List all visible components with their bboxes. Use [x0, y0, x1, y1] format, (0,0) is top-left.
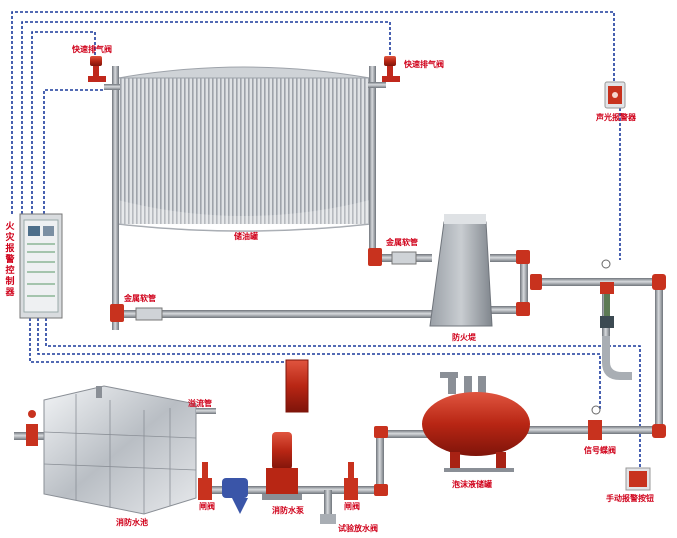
signal-butterfly-valve-icon [588, 405, 602, 440]
inlet-valve-icon [26, 410, 38, 446]
fire-barrier-label: 防火堤 [452, 333, 476, 342]
pipe-elbows [110, 248, 666, 496]
gate-valve-2-icon [344, 462, 358, 500]
fire-control-panel-icon [19, 213, 63, 319]
water-tank-label: 消防水池 [116, 518, 148, 527]
metal-hose-left-label: 金属软管 [124, 294, 156, 303]
foam-tank-label: 泡沫液储罐 [452, 480, 492, 489]
tank-support-pipes [104, 66, 386, 330]
vent-valve-left-label: 快速排气阀 [72, 45, 112, 54]
vent-valve-left-icon [88, 56, 106, 82]
fire-pump-icon [262, 432, 302, 500]
oil-tank-label: 储油罐 [234, 232, 258, 241]
foam-tank-icon [422, 372, 530, 472]
metal-hose-right-label: 金属软管 [386, 238, 418, 247]
manual-alarm-button-icon [625, 467, 651, 491]
vent-valve-right-icon [382, 56, 400, 82]
vent-valve-right-label: 快速排气阀 [404, 60, 444, 69]
fire-pump-label: 消防水泵 [272, 506, 304, 515]
signal-butterfly-valve-label: 信号蝶阀 [584, 446, 616, 455]
fire-control-panel-label: 火灾报警控制器 [5, 222, 15, 298]
metal-hose-right-icon [391, 251, 417, 265]
overflow-pipe-label: 溢流管 [188, 399, 212, 408]
fire-barrier-icon [429, 214, 493, 327]
test-drain-valve-icon [320, 490, 336, 524]
manual-alarm-button-label: 手动报警按钮 [606, 494, 654, 503]
sound-light-alarm-icon [604, 81, 626, 109]
test-drain-valve-label: 试验放水阀 [338, 524, 378, 533]
sound-light-alarm-label: 声光报警器 [596, 113, 636, 122]
pump-control-cabinet-icon [285, 359, 309, 413]
water-tank-icon [43, 385, 216, 515]
oil-storage-tank [117, 66, 371, 232]
upper-valve-icon [600, 259, 614, 328]
strainer-icon [222, 478, 248, 514]
gate-valve-1-label: 闸阀 [199, 502, 215, 511]
signal-wiring [11, 11, 641, 470]
metal-hose-left-icon [135, 307, 163, 321]
gate-valve-2-label: 闸阀 [344, 502, 360, 511]
gate-valve-1-icon [198, 462, 212, 500]
